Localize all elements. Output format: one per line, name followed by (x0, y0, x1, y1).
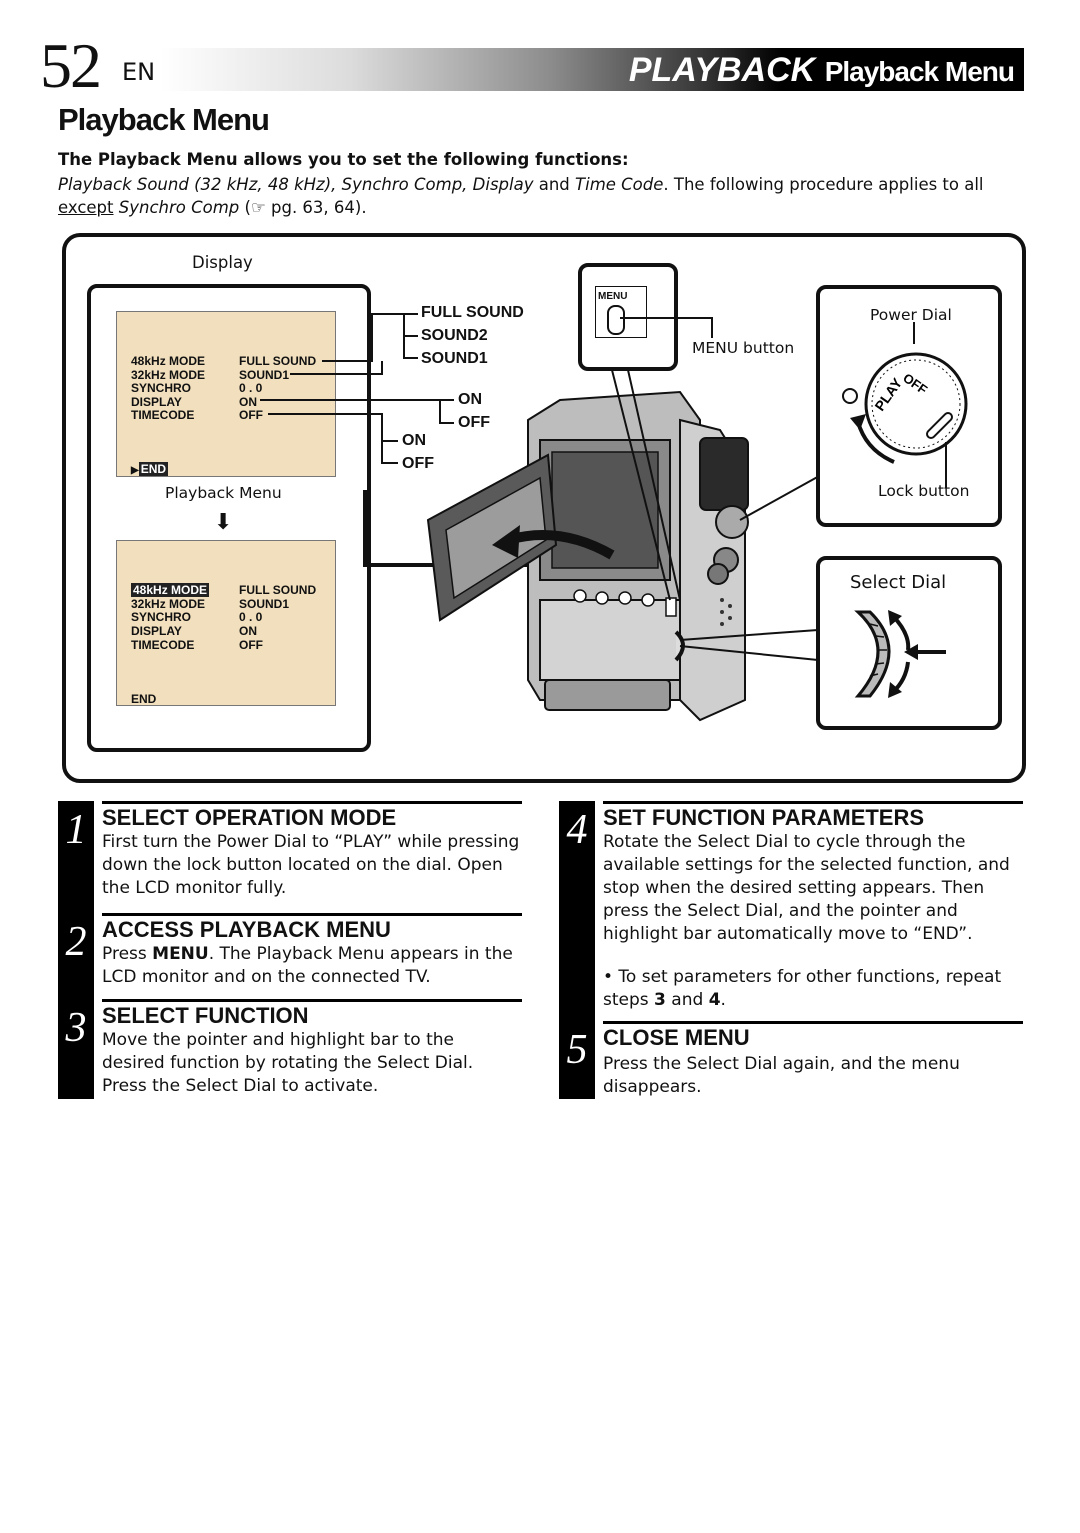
step-text: First turn the Power Dial to “PLAY” whil… (102, 832, 520, 898)
step-heading: SET FUNCTION PARAMETERS (603, 801, 1023, 830)
camcorder-illustration (260, 313, 831, 722)
menu-button-leader (620, 317, 713, 338)
intro-lead: The Playback Menu allows you to set the … (58, 150, 629, 169)
step-number: 5 (559, 1021, 595, 1099)
intro-text: Playback Sound (32 kHz, 48 kHz), Synchro… (58, 175, 984, 217)
step-note: • To set parameters for other functions,… (603, 967, 1002, 1010)
lock-button-label: Lock button (878, 482, 970, 500)
step-number: 1 (58, 801, 94, 913)
step-heading: SELECT FUNCTION (102, 999, 522, 1028)
language-code: EN (122, 58, 156, 86)
option-full-sound: FULL SOUND (421, 304, 524, 321)
section-name: PLAYBACK (628, 51, 816, 89)
timecode-option-on: ON (402, 432, 426, 449)
menu-key-label: MENU (598, 291, 628, 302)
step-text: Press the Select Dial again, and the men… (603, 1054, 960, 1097)
select-dial-icon (854, 610, 946, 698)
menu-button[interactable] (607, 305, 625, 335)
display-option-off: OFF (458, 414, 490, 431)
timecode-option-off: OFF (402, 455, 434, 472)
step-text: Rotate the Select Dial to cycle through … (603, 832, 1010, 944)
step-heading: CLOSE MENU (603, 1021, 1023, 1050)
option-sound1: SOUND1 (421, 350, 488, 367)
step-number: 2 (58, 913, 94, 999)
step-heading: ACCESS PLAYBACK MENU (102, 913, 522, 942)
menu-key-box (595, 286, 647, 338)
step-number: 4 (559, 801, 595, 1021)
step-number: 3 (58, 999, 94, 1099)
select-dial-label: Select Dial (850, 572, 947, 593)
menu-end-item: END (131, 692, 157, 706)
power-dial-icon: PLAY OFF (842, 322, 968, 488)
page-number: 52 (40, 30, 102, 101)
power-dial-label: Power Dial (870, 306, 952, 324)
page-title: Playback Menu (58, 102, 270, 137)
playback-menu-caption: Playback Menu (165, 484, 282, 502)
menu-end-item: ▶END (131, 462, 169, 476)
option-sound2: SOUND2 (421, 327, 488, 344)
section-title: PLAYBACK Playback Menu (628, 50, 1015, 92)
menu-button-label: MENU button (692, 339, 795, 357)
arrow-down-icon: ⬇ (214, 510, 233, 535)
step-text: Move the pointer and highlight bar to th… (102, 1030, 474, 1096)
header-bar (160, 48, 1024, 91)
pointer-icon: ▶ (131, 465, 139, 476)
display-option-on: ON (458, 391, 482, 408)
step-text: Press MENU. The Playback Menu appears in… (102, 944, 513, 987)
display-label: Display (192, 253, 253, 272)
step-heading: SELECT OPERATION MODE (102, 801, 522, 830)
illustration-frame (62, 233, 1026, 783)
section-subtitle: Playback Menu (824, 56, 1015, 87)
